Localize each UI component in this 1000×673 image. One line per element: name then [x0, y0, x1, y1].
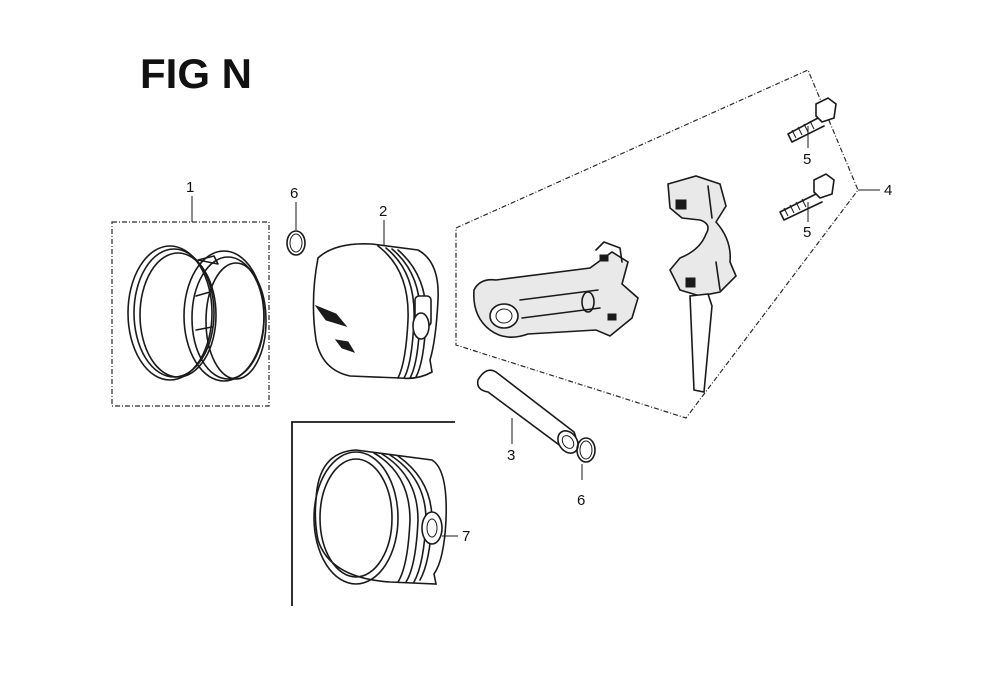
pin-clip-lower [576, 437, 596, 463]
callout-5-upper: 5 [803, 151, 811, 168]
callout-4: 4 [884, 182, 892, 199]
callout-2: 2 [379, 203, 387, 220]
callout-1: 1 [186, 179, 194, 196]
piston-pin [476, 369, 579, 454]
piston-alt-frame [291, 421, 455, 606]
piston-ring-set [111, 221, 270, 407]
callout-5-lower: 5 [803, 224, 811, 241]
callout-7: 7 [462, 528, 470, 545]
callout-6-lower: 6 [577, 492, 585, 509]
rod-bolt-lower [779, 173, 835, 221]
callout-6-upper: 6 [290, 185, 298, 202]
connecting-rod-frame [455, 69, 859, 419]
pin-clip-upper [286, 230, 306, 256]
callout-3: 3 [507, 447, 515, 464]
figure-title: FIG N [140, 50, 252, 97]
piston-alt [313, 449, 448, 585]
piston [312, 242, 439, 380]
rod-bolt-upper [787, 97, 837, 143]
connecting-rod [473, 241, 639, 338]
connecting-rod-cap [667, 175, 737, 393]
leader-lines [191, 126, 880, 537]
